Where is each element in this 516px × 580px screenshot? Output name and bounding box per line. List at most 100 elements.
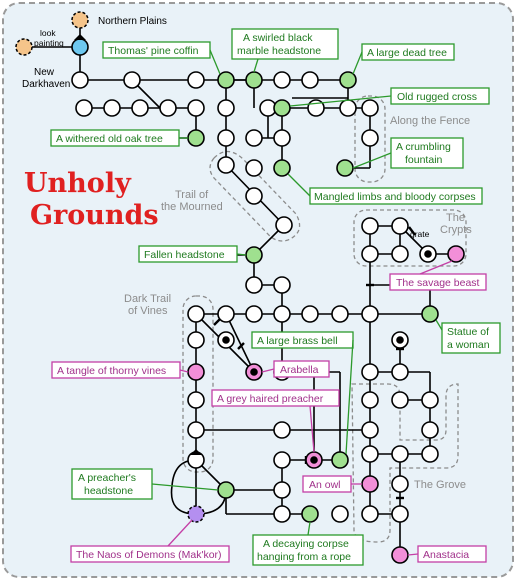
region-outline-crypts bbox=[353, 209, 467, 267]
room-dead-end-dot bbox=[424, 250, 432, 258]
room[interactable] bbox=[123, 71, 141, 89]
room[interactable] bbox=[245, 159, 263, 177]
room-preacher-headstone[interactable] bbox=[217, 481, 235, 499]
room-fountain[interactable] bbox=[336, 159, 354, 177]
room[interactable] bbox=[273, 71, 291, 89]
room[interactable] bbox=[421, 421, 439, 439]
room[interactable] bbox=[245, 187, 263, 205]
room[interactable] bbox=[187, 305, 205, 323]
room[interactable] bbox=[391, 505, 409, 523]
room[interactable] bbox=[391, 445, 409, 463]
room-owl[interactable] bbox=[361, 475, 379, 493]
room[interactable] bbox=[391, 475, 409, 493]
room[interactable] bbox=[361, 99, 379, 117]
room[interactable] bbox=[391, 217, 409, 235]
label-box-savage-beast bbox=[389, 273, 487, 291]
room[interactable] bbox=[187, 99, 205, 117]
room-rugged-cross[interactable] bbox=[273, 99, 291, 117]
room[interactable] bbox=[217, 156, 235, 174]
room[interactable] bbox=[217, 305, 235, 323]
room[interactable] bbox=[361, 129, 379, 147]
region-label-dark-trail-1: Dark Trail bbox=[124, 293, 171, 305]
room[interactable] bbox=[301, 305, 319, 323]
room-fallen-headstone[interactable] bbox=[245, 246, 263, 264]
room-northern-plains[interactable] bbox=[71, 11, 89, 29]
exit-label-look: look bbox=[40, 28, 56, 38]
room[interactable] bbox=[361, 217, 379, 235]
room[interactable] bbox=[331, 305, 349, 323]
region-outline-grove bbox=[351, 383, 459, 543]
room[interactable] bbox=[421, 445, 439, 463]
room[interactable] bbox=[217, 99, 235, 117]
label-swirled-2: marble headstone bbox=[237, 45, 321, 57]
room[interactable] bbox=[421, 391, 439, 409]
room[interactable] bbox=[71, 71, 89, 89]
exit-label-painting: painting bbox=[34, 38, 64, 48]
room-large-dead-tree[interactable] bbox=[339, 71, 357, 89]
room-look-painting[interactable] bbox=[15, 38, 33, 56]
room[interactable] bbox=[187, 421, 205, 439]
room[interactable] bbox=[273, 481, 291, 499]
region-label-crypts-2: Crypts bbox=[440, 224, 472, 236]
room[interactable] bbox=[245, 276, 263, 294]
room[interactable] bbox=[273, 505, 291, 523]
room[interactable] bbox=[103, 99, 121, 117]
room[interactable] bbox=[187, 391, 205, 409]
room[interactable] bbox=[187, 331, 205, 349]
label-dead-tree: A large dead tree bbox=[367, 47, 447, 59]
room-thorny-vines[interactable] bbox=[187, 363, 205, 381]
room[interactable] bbox=[275, 216, 293, 234]
room-statue[interactable] bbox=[421, 305, 439, 323]
room-thomas-coffin[interactable] bbox=[217, 71, 235, 89]
region-outline-dark-trail bbox=[182, 295, 214, 473]
label-box-statue bbox=[441, 322, 501, 354]
room[interactable] bbox=[391, 245, 409, 263]
region-label-dark-trail-2: of Vines bbox=[128, 305, 168, 317]
label-box-swirled-headstone bbox=[231, 28, 339, 60]
room-savage-beast[interactable] bbox=[447, 245, 465, 263]
room[interactable] bbox=[391, 363, 409, 381]
exit-label-grate: grate bbox=[410, 229, 430, 239]
room[interactable] bbox=[361, 421, 379, 439]
label-brass-bell: A large brass bell bbox=[257, 335, 338, 347]
room[interactable] bbox=[391, 391, 409, 409]
room-oak-tree[interactable] bbox=[187, 129, 205, 147]
label-box-grey-preacher bbox=[211, 389, 340, 407]
room[interactable] bbox=[273, 305, 291, 323]
room[interactable] bbox=[273, 421, 291, 439]
room-mangled-limbs[interactable] bbox=[273, 159, 291, 177]
room-anastacia[interactable] bbox=[391, 546, 409, 564]
room[interactable] bbox=[217, 129, 235, 147]
room[interactable] bbox=[75, 99, 93, 117]
room[interactable] bbox=[361, 391, 379, 409]
room-naos-of-demons[interactable] bbox=[187, 505, 205, 523]
label-savage-beast: The savage beast bbox=[396, 277, 480, 289]
room[interactable] bbox=[159, 99, 177, 117]
room[interactable] bbox=[361, 363, 379, 381]
room[interactable] bbox=[245, 305, 263, 323]
region-label-trail-mourned-1: Trail of bbox=[175, 189, 209, 201]
room-new-darkhaven[interactable] bbox=[71, 38, 89, 56]
room[interactable] bbox=[187, 71, 205, 89]
label-fountain-1: A crumbling bbox=[396, 141, 451, 153]
room[interactable] bbox=[361, 305, 379, 323]
label-decaying-2: hanging from a rope bbox=[257, 551, 351, 563]
region-label-trail-mourned-2: the Mourned bbox=[161, 201, 223, 213]
room-grey-preacher-dot bbox=[310, 456, 318, 464]
room-swirled-headstone[interactable] bbox=[245, 71, 263, 89]
room[interactable] bbox=[273, 451, 291, 469]
room[interactable] bbox=[245, 129, 263, 147]
room[interactable] bbox=[273, 129, 291, 147]
room[interactable] bbox=[301, 71, 319, 89]
room[interactable] bbox=[273, 276, 291, 294]
room-decaying-corpse[interactable] bbox=[301, 505, 319, 523]
room[interactable] bbox=[131, 99, 149, 117]
room[interactable] bbox=[361, 245, 379, 263]
room[interactable] bbox=[361, 445, 379, 463]
room-brass-bell[interactable] bbox=[331, 451, 349, 469]
room[interactable] bbox=[331, 505, 349, 523]
room[interactable] bbox=[361, 505, 379, 523]
room[interactable] bbox=[339, 99, 357, 117]
label-swirled-1: A swirled black bbox=[243, 32, 313, 44]
